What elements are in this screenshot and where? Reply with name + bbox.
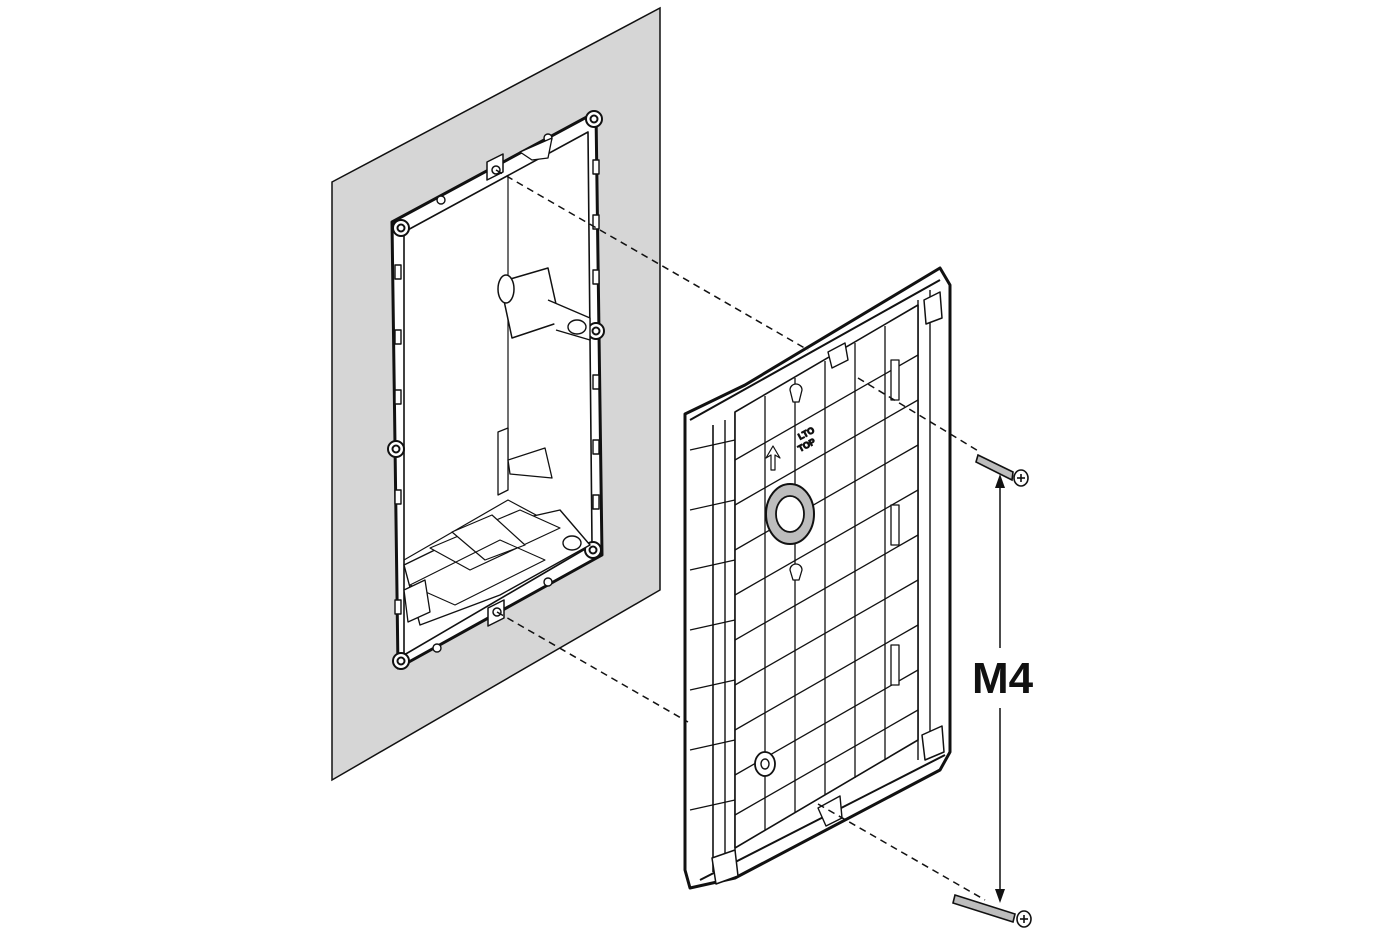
screw-size-label: M4 (972, 654, 1034, 703)
alignment-lines (495, 169, 986, 901)
screw-top (975, 453, 1029, 487)
screw-bottom (952, 893, 1032, 928)
flush-back-box (387, 110, 605, 670)
mounting-bracket: LTO TOP (683, 266, 952, 890)
label-background (962, 648, 1042, 708)
